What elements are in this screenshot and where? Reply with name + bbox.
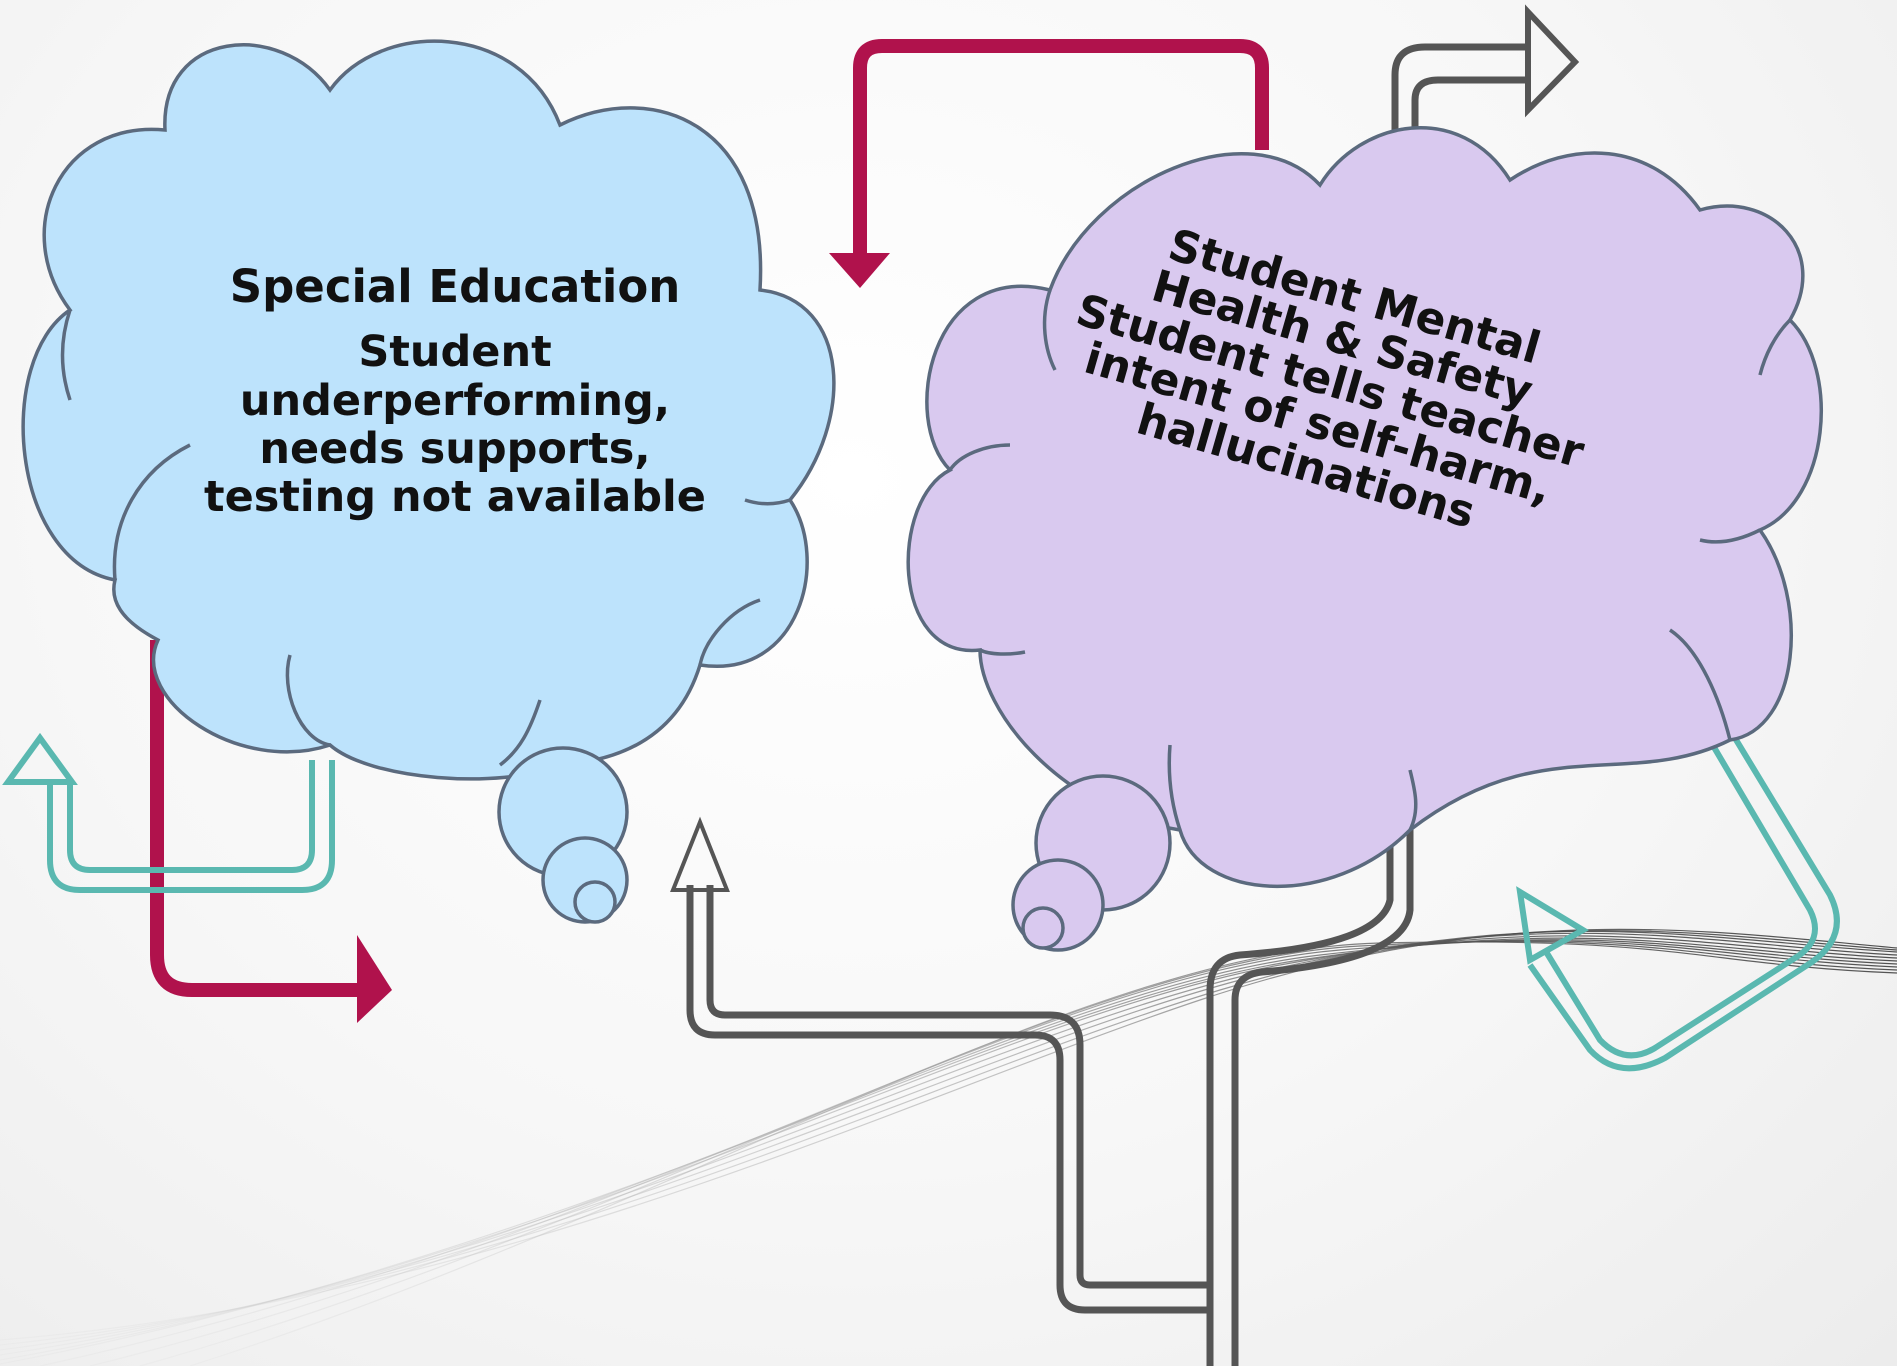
left-cloud-text: Special Education Student underperformin… — [170, 260, 740, 522]
left-cloud-body: Student underperforming, needs supports,… — [204, 327, 706, 522]
left-thought-cloud — [21, 39, 836, 924]
left-cloud-title: Special Education — [229, 260, 681, 313]
right-thought-cloud — [906, 126, 1823, 952]
crimson-arrow-bottom-left — [150, 640, 392, 1023]
gray-pipe-right — [1206, 820, 1414, 1366]
gray-arrow-top-right — [1391, 4, 1580, 150]
teal-arrow-left — [2, 732, 335, 893]
crimson-arrow-top — [829, 39, 1269, 288]
teal-arrow-right — [1516, 703, 1840, 1072]
gray-arrow-middle — [670, 816, 1210, 1314]
